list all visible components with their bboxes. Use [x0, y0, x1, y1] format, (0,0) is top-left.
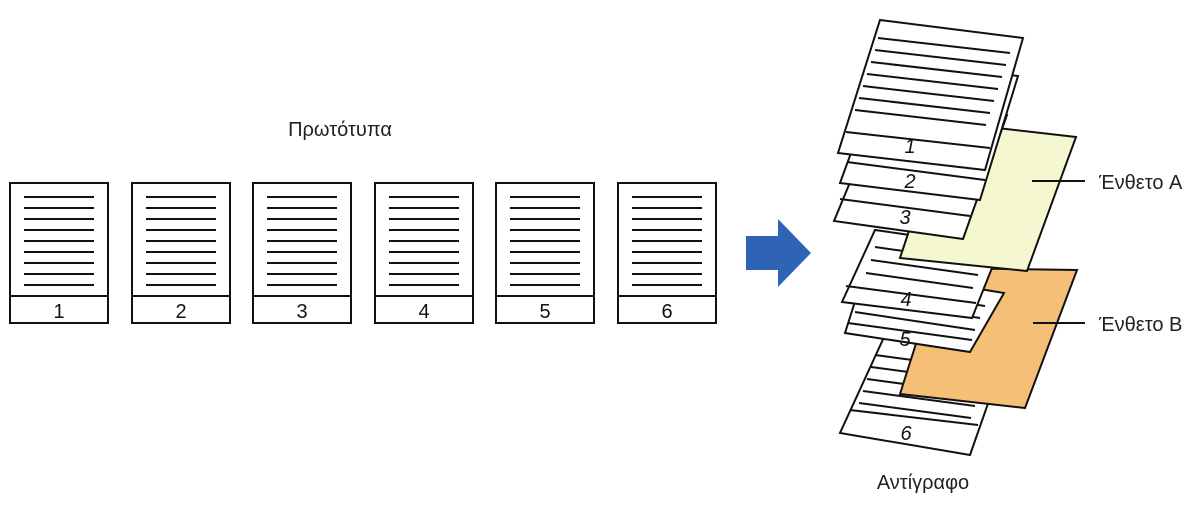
copy-page-separator [846, 161, 986, 181]
copy-page-1: 1 [836, 18, 1025, 172]
copy-title: Αντίγραφο [877, 472, 969, 494]
copy-page-number: 6 [900, 423, 912, 445]
text-lines [146, 196, 216, 286]
copy-page-number: 5 [899, 329, 911, 351]
text-lines [510, 196, 580, 286]
original-page-2: 2 [131, 182, 231, 324]
copy-page-separator [847, 322, 973, 341]
original-page-number: 6 [661, 301, 672, 323]
copy-page-number: 4 [900, 289, 911, 311]
copy-page-number: 1 [904, 136, 915, 158]
insert-b-label: Ένθετο B [1098, 314, 1182, 336]
text-lines [632, 196, 702, 286]
original-page-number: 2 [175, 301, 186, 323]
original-page-number: 4 [418, 301, 429, 323]
original-page-number: 1 [53, 301, 64, 323]
copy-page-separator [839, 198, 971, 217]
copy-page-separator [849, 409, 979, 426]
right-arrow-icon [746, 219, 811, 287]
copy-page-number: 3 [899, 207, 910, 229]
original-page-1: 1 [9, 182, 109, 324]
original-page-6: 6 [617, 182, 717, 324]
originals-row: 1 2 3 [9, 182, 717, 324]
original-page-3: 3 [252, 182, 352, 324]
originals-title: Πρωτότυπα [288, 119, 392, 141]
original-page-number: 3 [296, 301, 307, 323]
text-lines [389, 196, 459, 286]
copy-text-lines [854, 37, 1011, 126]
text-lines [24, 196, 94, 286]
text-lines [267, 196, 337, 286]
original-page-4: 4 [374, 182, 474, 324]
copy-page-separator [845, 131, 991, 149]
original-page-5: 5 [495, 182, 595, 324]
copy-stack: 6 Ένθετο B 5 4 [832, 18, 1183, 457]
copy-page-separator [845, 285, 977, 304]
insert-a-label: Ένθετο A [1098, 172, 1183, 194]
copy-page-number: 2 [903, 171, 915, 193]
copy-page-shape [836, 18, 1025, 172]
original-page-number: 5 [539, 301, 550, 323]
